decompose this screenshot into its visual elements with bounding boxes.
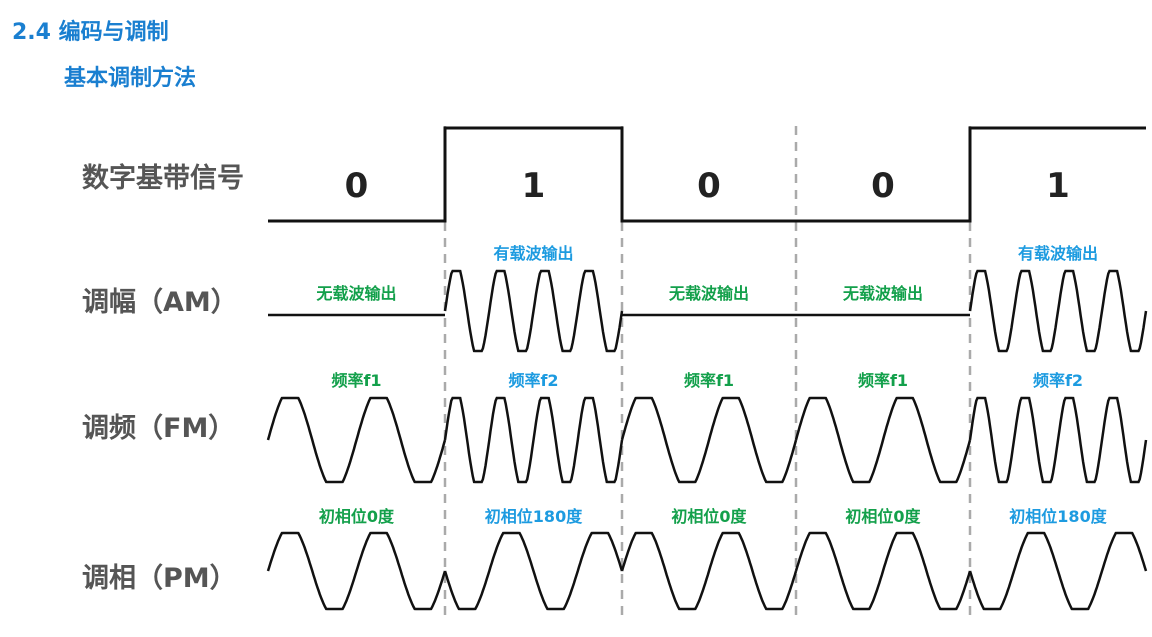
pm-segment-4	[794, 531, 972, 611]
bit-value-1: 0	[345, 166, 369, 206]
row-label-digital: 数字基带信号	[82, 163, 244, 194]
fm-label-2: 频率f2	[508, 371, 558, 390]
am-label-4: 无载波输出	[842, 284, 923, 303]
fm-segment-2	[443, 396, 624, 484]
fm-label-1: 频率f1	[331, 371, 381, 390]
fm-segment-3	[620, 396, 798, 484]
am-label-5: 有载波输出	[1018, 244, 1098, 263]
pm-label-1: 初相位0度	[319, 507, 395, 526]
pm-segment-2	[443, 531, 624, 611]
fm-wave	[266, 396, 1148, 484]
digital-baseband-wave	[268, 126, 1146, 223]
fm-segment-5	[968, 396, 1148, 484]
pm-segment-1	[266, 531, 447, 611]
pm-label-5: 初相位180度	[1009, 507, 1107, 526]
pm-label-4: 初相位0度	[845, 507, 921, 526]
am-carrier-segment-2	[443, 269, 624, 353]
row-label-am: 调幅（AM）	[82, 287, 238, 318]
bit-value-2: 1	[522, 166, 546, 206]
bit-value-4: 0	[871, 166, 895, 206]
pm-label-2: 初相位180度	[485, 507, 583, 526]
am-carrier-segment-5	[968, 269, 1148, 353]
am-label-2: 有载波输出	[493, 244, 573, 263]
pm-wave	[266, 531, 1148, 611]
am-label-1: 无载波输出	[315, 284, 396, 303]
row-label-pm: 调相（PM）	[82, 563, 237, 594]
fm-label-4: 频率f1	[858, 371, 908, 390]
pm-label-3: 初相位0度	[671, 507, 747, 526]
fm-segment-4	[794, 396, 972, 484]
section-title: 2.4 编码与调制	[12, 20, 169, 45]
am-label-3: 无载波输出	[668, 284, 749, 303]
bit-value-3: 0	[697, 166, 721, 206]
am-wave	[268, 269, 1148, 353]
row-label-fm: 调频（FM）	[82, 413, 236, 444]
digital-signal-line	[268, 126, 1146, 223]
pm-segment-5	[968, 531, 1148, 611]
pm-segment-3	[620, 531, 798, 611]
page-subtitle: 基本调制方法	[64, 66, 197, 91]
fm-label-5: 频率f2	[1033, 371, 1083, 390]
fm-segment-1	[266, 396, 447, 484]
bit-values: 0 1 0 0 1	[345, 166, 1070, 206]
fm-label-3: 频率f1	[684, 371, 734, 390]
bit-value-5: 1	[1046, 166, 1070, 206]
